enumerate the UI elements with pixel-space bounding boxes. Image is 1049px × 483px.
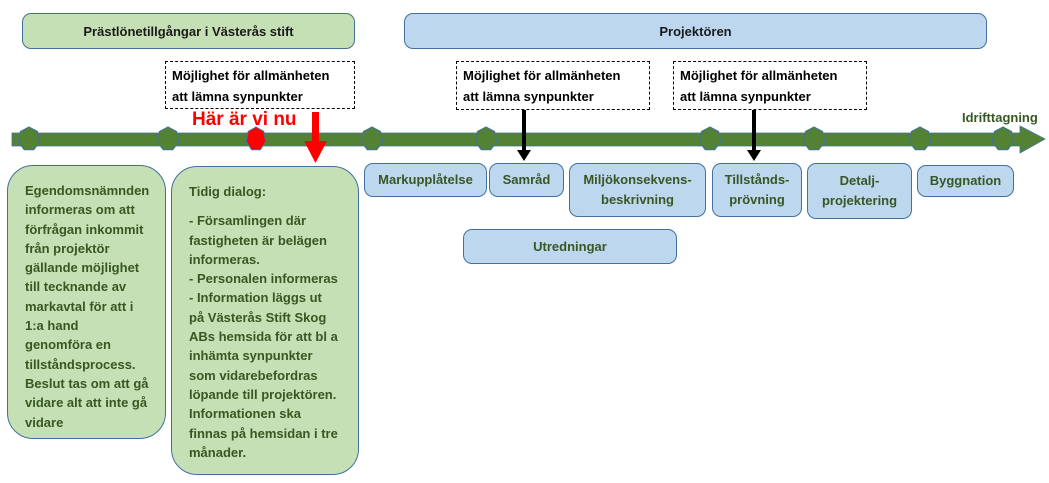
commissioning-label: Idrifttagning [962,110,1038,125]
step-label: Utredningar [533,238,607,254]
current-position-label: Här är vi nu [192,109,297,130]
step-detaljprojektering: Detalj- projektering [807,163,912,219]
card-line: ABs hemsida för att bl a [189,329,338,345]
milestone-current [245,126,267,151]
card-line: vidare alt att inte gå [25,395,148,411]
step-utredningar: Utredningar [463,229,677,264]
card-line: inhämta synpunkter [189,348,313,364]
card-line: markavtal för att i [25,298,134,314]
card-line: månader. [189,444,247,460]
step-label: Detalj- projektering [821,173,898,208]
step-tillstandsprovning: Tillstånds- prövning [712,163,802,217]
milestone-marker [802,126,826,151]
milestone-marker [474,126,498,151]
card-line: förfrågan inkommit [25,221,144,237]
card-line: genomföra en [25,337,111,353]
step-markupplatelse: Markupplåtelse [364,163,487,197]
card-line: fastigheten är belägen [189,232,327,248]
step-label: Samråd [502,172,551,187]
card-line: vidare [25,414,64,430]
early-dialog-card: Tidig dialog: - Församlingen där fastighe… [171,166,359,475]
card-line: 1:a hand [25,318,79,334]
card-line: Egendomsnämnden [25,183,150,198]
developer-header: Projektören [404,13,987,49]
early-dialog-text: - Församlingen där fastigheten är belägen… [189,211,358,462]
step-samrad: Samråd [489,163,564,197]
note-arrow-shaft-1 [522,110,526,152]
card-line: på Västerås Stift Skog [189,309,327,325]
step-label: Markupplåtelse [378,172,473,187]
step-label: Miljökonsekvens- beskrivning [583,172,692,207]
card-line: - Information läggs ut [189,290,322,306]
card-line: informeras om att [25,202,135,218]
early-dialog-title: Tidig dialog: [189,184,267,199]
note-arrow-shaft-2 [752,110,756,152]
milestone-marker [698,126,722,151]
developer-header-label: Projektören [659,23,732,39]
step-label: Tillstånds- prövning [724,172,790,207]
milestone-marker [908,126,932,151]
card-line: - Personalen informeras [189,271,338,287]
milestone-marker [360,126,384,151]
card-line: till tecknande av [25,279,127,295]
card-line: finnas på hemsidan i tre [189,425,338,441]
egendom-card: Egendomsnämnden informeras om att förfråga… [7,165,166,439]
egendom-card-text: Egendomsnämnden informeras om att förfråga… [25,181,165,432]
card-line: från projektör [25,240,110,256]
card-line: Beslut tas om att gå [25,375,149,391]
milestone-marker [156,126,180,151]
card-line: - Församlingen där [189,213,307,229]
note-arrow-head-1 [517,150,531,161]
card-line: tillståndsprocess. [25,356,136,372]
card-line: som vidarebefordras [189,367,318,383]
owner-header-label: Prästlönetillgångar i Västerås stift [83,23,294,39]
step-byggnation: Byggnation [917,165,1014,197]
milestone-marker [991,126,1015,151]
timeline-arrow [11,125,1046,154]
public-comment-note-3: Möjlighet för allmänheten att lämna synp… [673,61,867,110]
card-line: löpande till projektören. [189,386,337,402]
current-arrow-shaft [312,112,319,142]
step-miljokonsekvensbeskrivning: Miljökonsekvens- beskrivning [569,163,706,217]
note-arrow-head-2 [747,150,761,161]
card-line: gällande möjlighet [25,260,140,276]
card-line: informeras. [189,251,260,267]
card-line: Informationen ska [189,406,301,422]
owner-header: Prästlönetillgångar i Västerås stift [22,13,355,49]
milestone-marker [17,126,41,151]
current-arrow-head [304,141,327,163]
public-comment-note-2: Möjlighet för allmänheten att lämna synp… [456,61,650,110]
public-comment-note-1: Möjlighet för allmänheten att lämna synp… [165,61,355,109]
step-label: Byggnation [929,173,1002,188]
